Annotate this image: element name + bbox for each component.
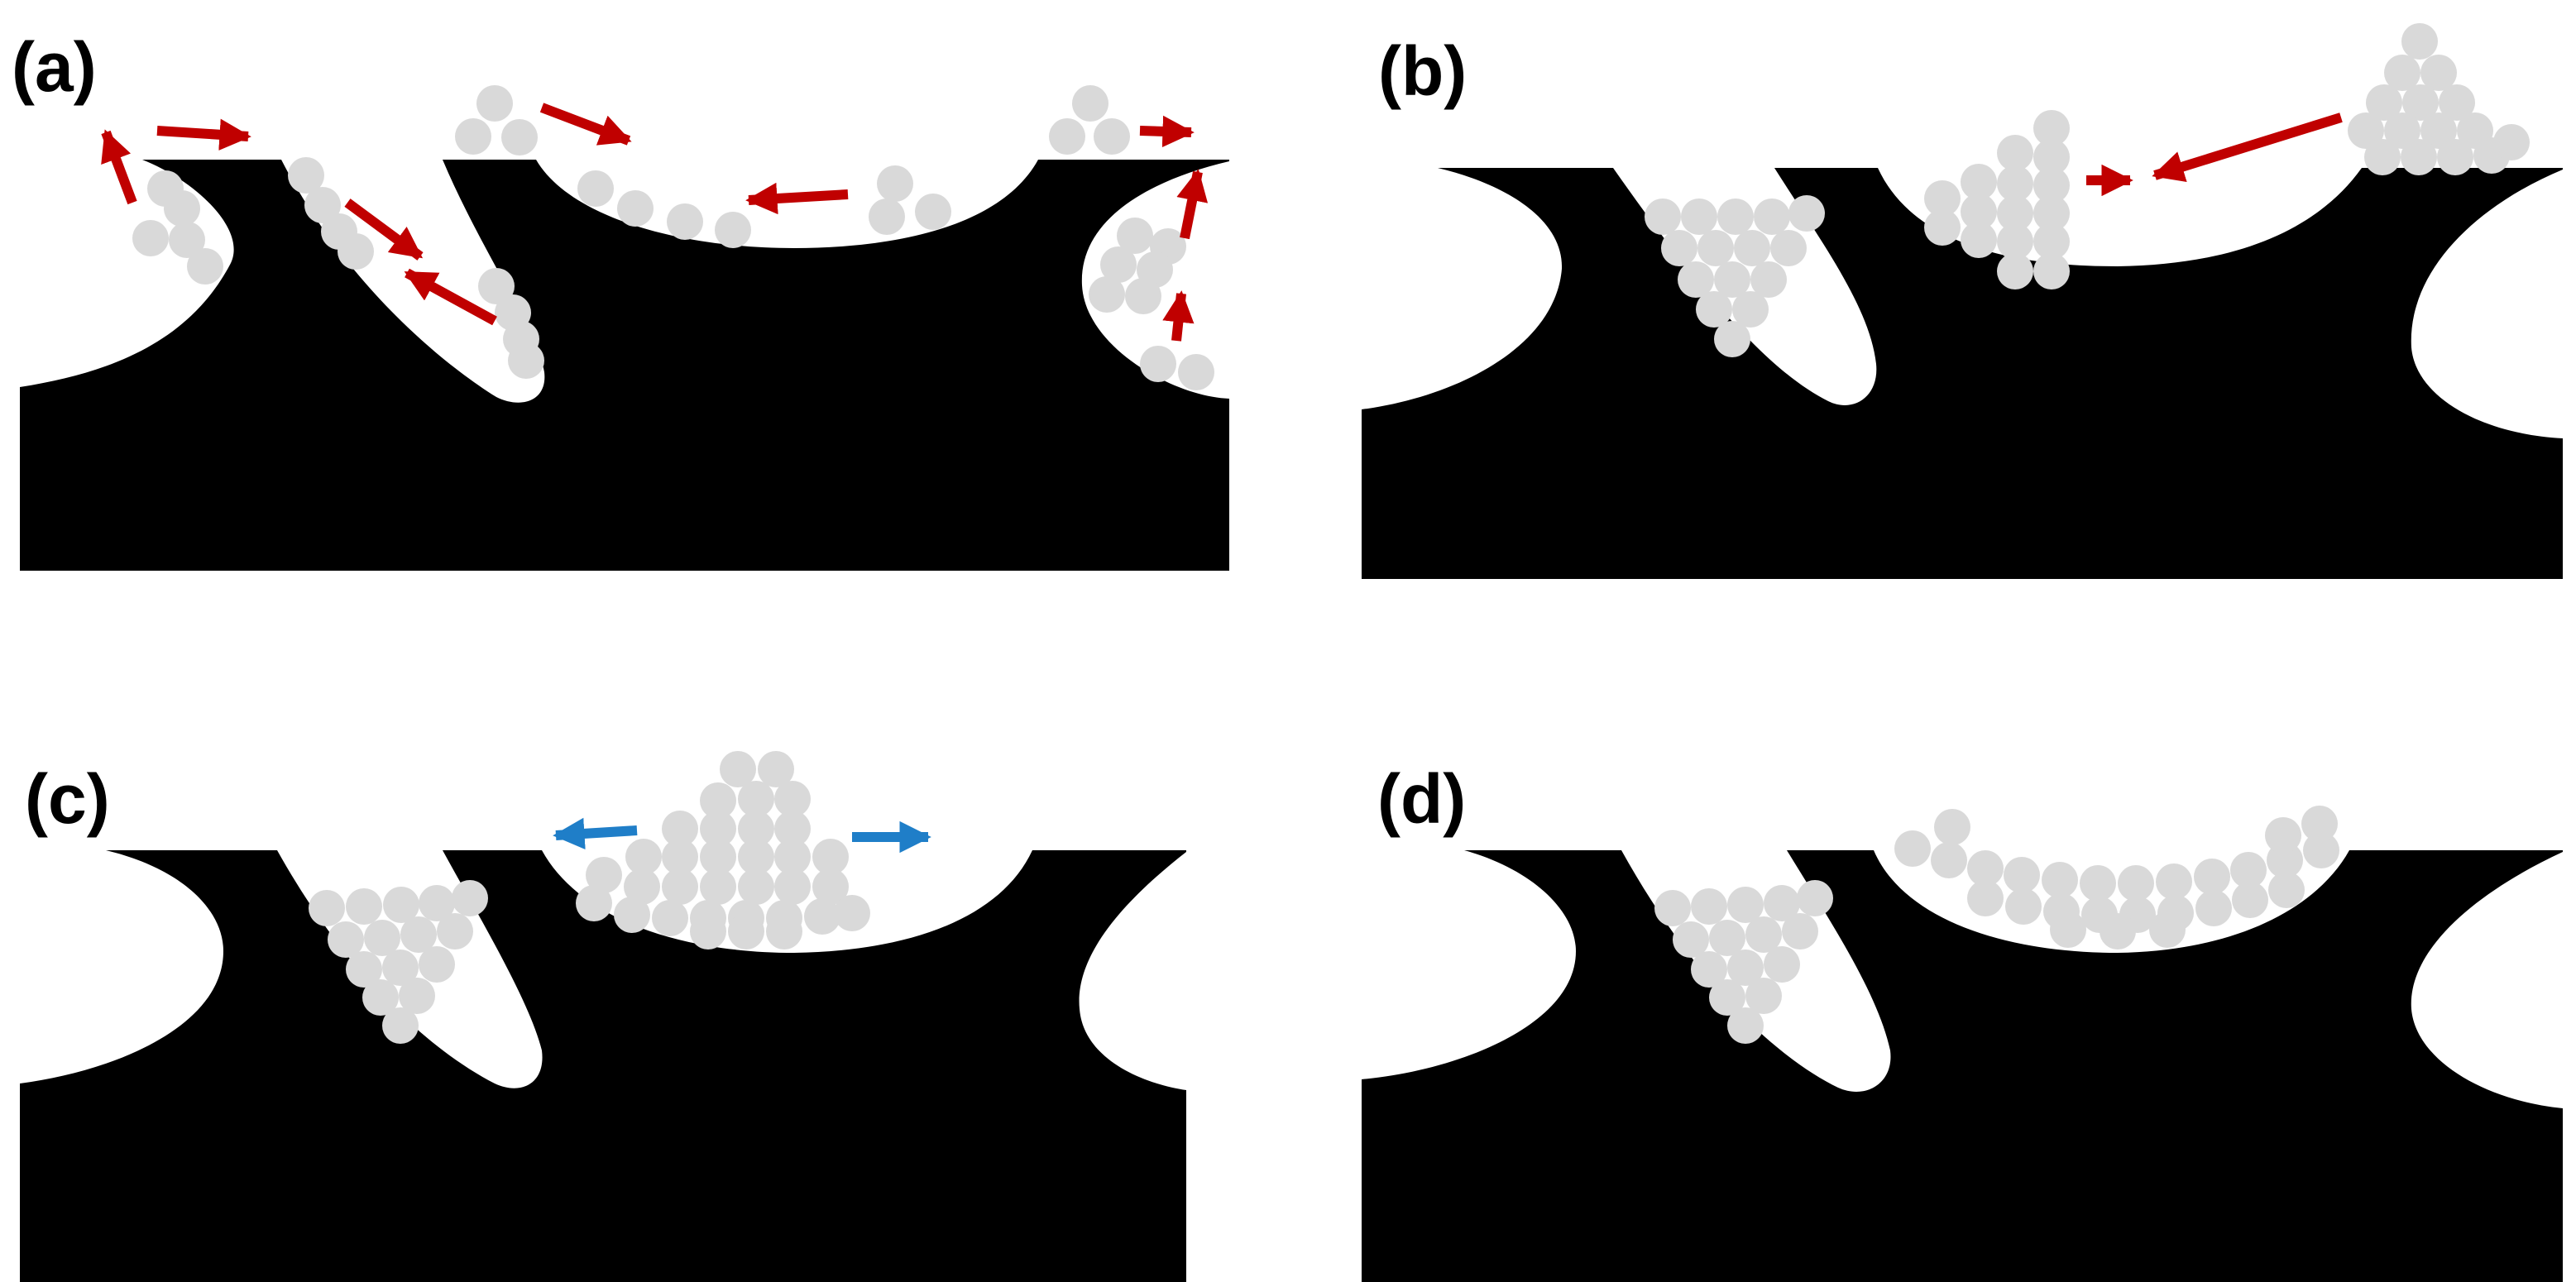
arrow-a-7: [1139, 115, 1195, 148]
panel-d-particles: [1654, 806, 2339, 1044]
panel-c-substrate: [20, 850, 1186, 1282]
panel-b-substrate: [1362, 168, 2563, 579]
panel-a-substrate: [20, 160, 1229, 571]
arrow-c-left: [553, 817, 638, 850]
arrow-a-2: [156, 118, 251, 151]
panel-c-arrows: [553, 817, 931, 854]
panel-b-arrows: [2086, 112, 2343, 197]
panel-c-label: (c): [25, 760, 110, 838]
panel-a-arrows: [101, 103, 1209, 342]
arrow-a-1: [101, 129, 137, 205]
arrow-a-9: [1162, 290, 1195, 342]
arrow-b-2: [2152, 112, 2343, 183]
arrow-a-6: [745, 182, 849, 215]
panel-d: (d): [1362, 760, 2563, 1282]
panel-a: (a): [12, 28, 1229, 571]
arrow-a-8: [1176, 169, 1209, 240]
panel-d-substrate: [1362, 850, 2563, 1282]
arrow-a-4: [404, 268, 497, 326]
arrow-a-5: [539, 103, 632, 146]
panel-b-particles: [1645, 23, 2530, 357]
panel-c: (c): [20, 751, 1186, 1282]
panel-c-particles: [309, 751, 870, 1044]
panel-b: (b): [1362, 23, 2563, 579]
arrow-a-3: [344, 199, 424, 261]
panel-a-label: (a): [12, 28, 97, 106]
panel-b-label: (b): [1378, 32, 1467, 110]
panel-d-label: (d): [1377, 760, 1466, 838]
panel-a-particles: [132, 85, 1214, 390]
